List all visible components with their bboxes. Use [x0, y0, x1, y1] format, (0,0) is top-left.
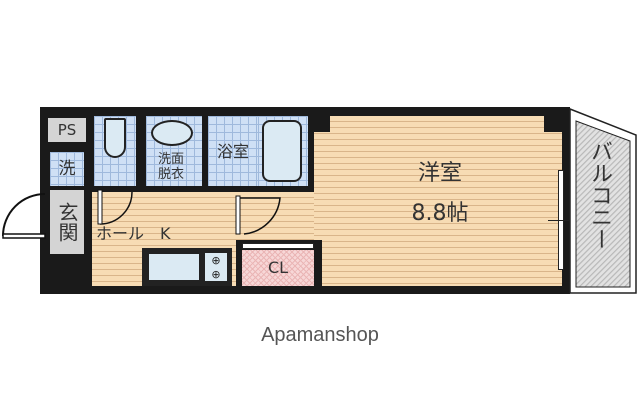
closet-doors[interactable]: [242, 243, 314, 249]
bathtub-icon: [262, 120, 302, 182]
washer-label: 洗: [58, 158, 76, 179]
bathroom: 浴室: [208, 116, 258, 186]
pipe-shaft-label: PS: [57, 120, 77, 139]
wall-notch-left: [314, 116, 330, 132]
washer-space: 洗: [50, 152, 84, 186]
toilet-door-icon[interactable]: [96, 186, 136, 226]
entrance-label: 玄関: [55, 202, 79, 242]
bathroom-label: 浴室: [216, 142, 249, 161]
western-room-label: 洋室: [417, 161, 462, 186]
stove-icon: ⊕ ⊕: [204, 252, 228, 282]
brand-logo-text: Apamanshop: [261, 324, 379, 346]
closet: CL: [242, 250, 314, 286]
balcony-label: バルコニー: [587, 140, 612, 250]
wall-notch-right: [544, 116, 562, 132]
toilet-icon: [104, 118, 126, 158]
hall-kitchen-label: ホール K: [96, 224, 171, 243]
washroom-label: 洗面 脱衣: [157, 152, 184, 182]
burner-icon: ⊕: [211, 253, 221, 267]
window-crosshair: [548, 220, 578, 221]
western-room: [314, 116, 562, 286]
pipe-shaft: PS: [48, 118, 86, 142]
bathtub-area: [258, 116, 308, 186]
burner-icon: ⊕: [211, 267, 221, 281]
washroom: 洗面 脱衣: [146, 116, 202, 186]
front-door-icon[interactable]: [0, 190, 50, 240]
kitchen-sink-icon: [148, 253, 200, 281]
balcony: [569, 107, 637, 294]
entrance: 玄関: [50, 190, 84, 254]
room-door-icon[interactable]: [234, 194, 284, 238]
toilet-room: [94, 116, 136, 186]
sink-icon: [151, 120, 193, 146]
western-room-size: 8.8帖: [411, 201, 469, 226]
closet-label: CL: [267, 258, 289, 277]
